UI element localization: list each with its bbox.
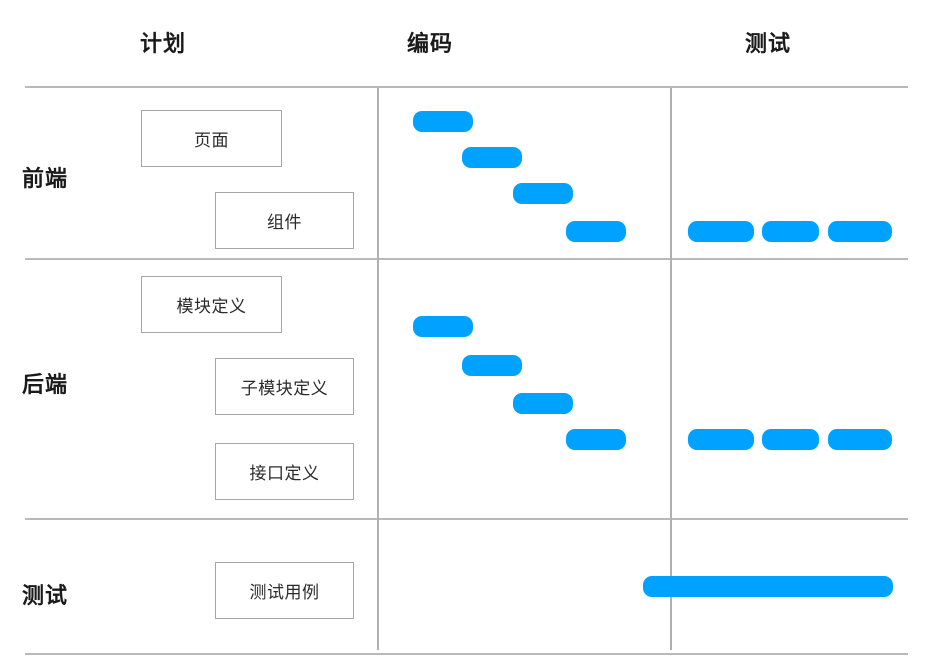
gantt-bar-testing[interactable] [762,429,819,450]
plan-box-label: 接口定义 [249,464,320,483]
column-divider-coding-testing [670,88,672,650]
gantt-bar-testing[interactable] [828,429,892,450]
gantt-bar-testing[interactable] [762,221,819,242]
grid-line-top [25,86,908,88]
plan-box-label: 测试用例 [249,583,320,602]
plan-box[interactable]: 模块定义 [141,276,282,333]
gantt-bar-coding[interactable] [566,221,626,242]
plan-box[interactable]: 组件 [215,192,354,249]
plan-box[interactable]: 子模块定义 [215,358,354,415]
gantt-bar-coding[interactable] [513,393,573,414]
grid-line-row1-row2 [25,258,908,260]
gantt-bar-coding[interactable] [413,111,473,132]
grid-line-bottom [25,653,908,655]
gantt-bar-testing[interactable] [688,221,754,242]
column-header-coding: 编码 [406,31,454,56]
gantt-bar-testing[interactable] [828,221,892,242]
gantt-bar-coding[interactable] [566,429,626,450]
plan-box[interactable]: 接口定义 [215,443,354,500]
column-divider-plan-coding [377,88,379,650]
plan-box-label: 组件 [267,213,302,232]
gantt-bar-coding[interactable] [413,316,473,337]
row-label-frontend: 前端 [22,166,69,191]
plan-box-label: 模块定义 [176,297,247,316]
plan-box-label: 子模块定义 [240,379,329,398]
gantt-bar-coding[interactable] [462,147,522,168]
row-label-backend: 后端 [22,372,69,397]
grid-line-row2-row3 [25,518,908,520]
gantt-bar-coding[interactable] [643,576,893,597]
plan-box[interactable]: 测试用例 [215,562,354,619]
row-label-testing: 测试 [22,583,69,608]
gantt-bar-coding[interactable] [462,355,522,376]
plan-box[interactable]: 页面 [141,110,282,167]
column-header-testing: 测试 [744,31,792,56]
plan-box-label: 页面 [194,131,229,150]
gantt-bar-coding[interactable] [513,183,573,204]
gantt-bar-testing[interactable] [688,429,754,450]
column-header-plan: 计划 [139,31,187,56]
